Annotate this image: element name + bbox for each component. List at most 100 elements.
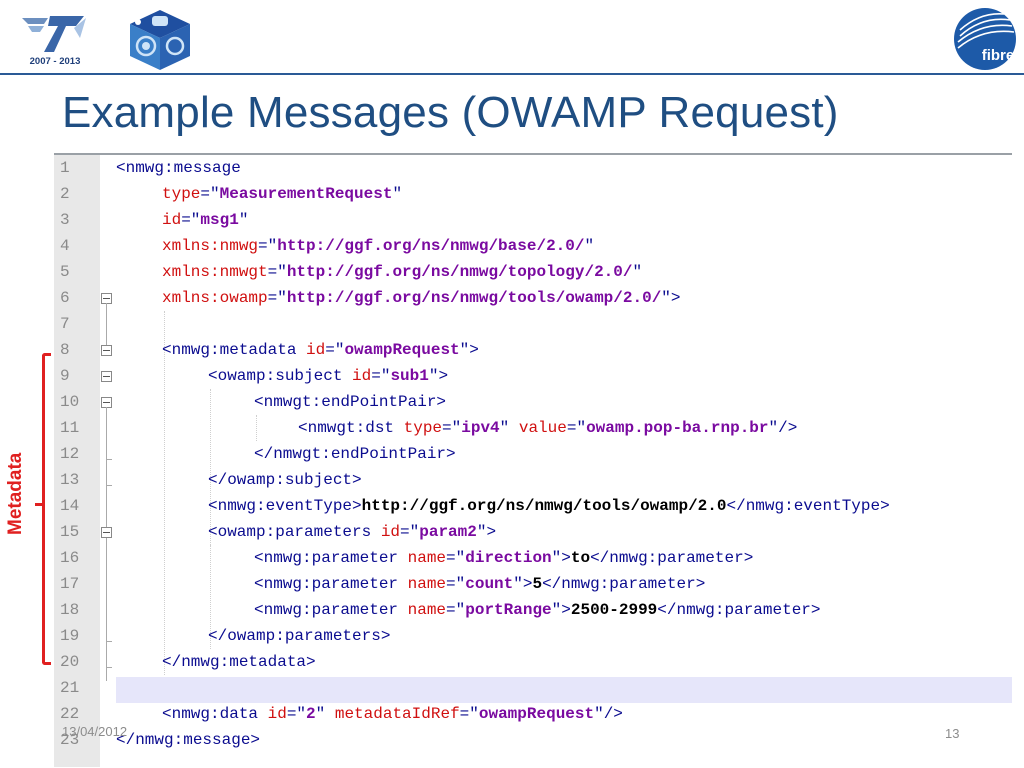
xml-punct: ": [632, 263, 643, 281]
xml-value: MeasurementRequest: [219, 185, 393, 203]
xml-punct: ">: [459, 341, 479, 359]
fold-toggle-line-8[interactable]: [101, 345, 112, 356]
xml-attr: name: [407, 575, 447, 593]
xml-attr: xmlns:nmwgt: [162, 263, 268, 281]
xml-value: ipv4: [461, 419, 500, 437]
xml-punct: =": [258, 237, 278, 255]
indent-guide: [210, 545, 211, 623]
xml-text: http://ggf.org/ns/nmwg/tools/owamp/2.0: [361, 497, 727, 515]
xml-punct: ">: [551, 601, 571, 619]
line-number: 9: [60, 367, 70, 385]
fold-toggle-line-9[interactable]: [101, 371, 112, 382]
xml-punct: =": [446, 549, 466, 567]
footer-date: 13/04/2012: [62, 724, 128, 739]
fold-end-marker: [106, 485, 112, 486]
code-editor: 1 2 3 4 5 6 7 8 9 10 11 12 13 14 15 16 1…: [54, 153, 1012, 767]
line-number: 7: [60, 315, 70, 333]
fp7-logo: 2007 - 2013: [14, 12, 96, 68]
xml-value: direction: [465, 549, 552, 567]
xml-tag: <nmwg:message: [116, 159, 241, 177]
xml-punct: ": [315, 705, 335, 723]
xml-punct: =": [181, 211, 201, 229]
code-line-5: xmlns:nmwgt="http://ggf.org/ns/nmwg/topo…: [162, 259, 642, 285]
line-number: 17: [60, 575, 80, 593]
line-number-gutter: [54, 155, 100, 767]
xml-value: msg1: [200, 211, 239, 229]
xml-punct: ": [238, 211, 249, 229]
xml-tag: <nmwgt:endPointPair>: [254, 393, 447, 411]
fold-guide: [106, 303, 107, 349]
xml-tag: <owamp:subject: [208, 367, 353, 385]
fold-toggle-line-15[interactable]: [101, 527, 112, 538]
xml-text: 2500-2999: [570, 601, 658, 619]
xml-punct: =": [446, 575, 466, 593]
code-line-17: <nmwg:parameter name="count">5</nmwg:par…: [254, 571, 705, 597]
code-line-6: xmlns:owamp="http://ggf.org/ns/nmwg/tool…: [162, 285, 681, 311]
xml-tag: </owamp:parameters>: [208, 627, 391, 645]
fibre-logo: fibre: [952, 6, 1018, 72]
xml-tag: </nmwgt:endPointPair>: [254, 445, 456, 463]
xml-punct: =": [325, 341, 345, 359]
xml-text: 5: [532, 575, 543, 593]
xml-tag: <nmwg:data: [162, 705, 268, 723]
xml-tag: <nmwg:metadata: [162, 341, 307, 359]
xml-punct: ">: [428, 367, 449, 385]
page-number: 13: [945, 726, 960, 741]
xml-punct: =": [371, 367, 391, 385]
xml-tag: </nmwg:metadata>: [162, 653, 316, 671]
xml-punct: =": [286, 705, 307, 723]
xml-punct: ": [584, 237, 595, 255]
xml-attr: id: [306, 341, 326, 359]
line-number: 6: [60, 289, 70, 307]
xml-punct: "/>: [594, 705, 623, 723]
xml-punct: =": [446, 601, 466, 619]
xml-punct: ">: [476, 523, 497, 541]
xml-punct: ": [499, 419, 519, 437]
xml-tag: </owamp:subject>: [208, 471, 362, 489]
code-line-22: <nmwg:data id="2" metadataIdRef="owampRe…: [162, 701, 623, 727]
xml-attr: xmlns:owamp: [162, 289, 268, 307]
xml-value: param2: [419, 523, 477, 541]
line-number: 13: [60, 471, 80, 489]
code-line-3: id="msg1": [162, 207, 248, 233]
code-line-10: <nmwgt:endPointPair>: [254, 389, 446, 415]
xml-punct: =": [267, 263, 287, 281]
xml-value: count: [465, 575, 514, 593]
xml-tag: <nmwg:parameter: [254, 575, 408, 593]
xml-tag: </nmwg:parameter>: [657, 601, 821, 619]
line-number: 21: [60, 679, 80, 697]
xml-text: to: [570, 549, 591, 567]
xml-tag: </nmwg:parameter>: [542, 575, 706, 593]
fold-guide: [106, 407, 107, 681]
fold-end-marker: [106, 667, 112, 668]
metadata-bracket-tick: [35, 503, 43, 506]
line-number: 3: [60, 211, 70, 229]
xml-attr: value: [518, 419, 567, 437]
xml-punct: =": [267, 289, 287, 307]
xml-tag: <nmwg:parameter: [254, 549, 408, 567]
code-line-13: </owamp:subject>: [208, 467, 362, 493]
xml-value: http://ggf.org/ns/nmwg/tools/owamp/2.0/: [286, 289, 662, 307]
code-line-23: </nmwg:message>: [116, 727, 260, 753]
code-line-8: <nmwg:metadata id="owampRequest">: [162, 337, 479, 363]
xml-attr: id: [162, 211, 182, 229]
line-number: 15: [60, 523, 80, 541]
xml-attr: id: [352, 367, 372, 385]
line-number: 16: [60, 549, 80, 567]
line-number: 8: [60, 341, 70, 359]
xml-attr: type: [403, 419, 443, 437]
xml-punct: =": [400, 523, 420, 541]
fold-end-marker: [106, 641, 112, 642]
line-number: 2: [60, 185, 70, 203]
line-number: 5: [60, 263, 70, 281]
cube-logo: [124, 6, 196, 74]
xml-value: http://ggf.org/ns/nmwg/base/2.0/: [277, 237, 585, 255]
xml-punct: ">: [661, 289, 681, 307]
xml-tag: <nmwg:parameter: [254, 601, 408, 619]
slide-title: Example Messages (OWAMP Request): [62, 88, 839, 137]
xml-punct: ": [392, 185, 403, 203]
code-line-12: </nmwgt:endPointPair>: [254, 441, 456, 467]
xml-attr: name: [407, 549, 447, 567]
xml-attr: name: [407, 601, 447, 619]
line-number: 11: [60, 419, 80, 437]
